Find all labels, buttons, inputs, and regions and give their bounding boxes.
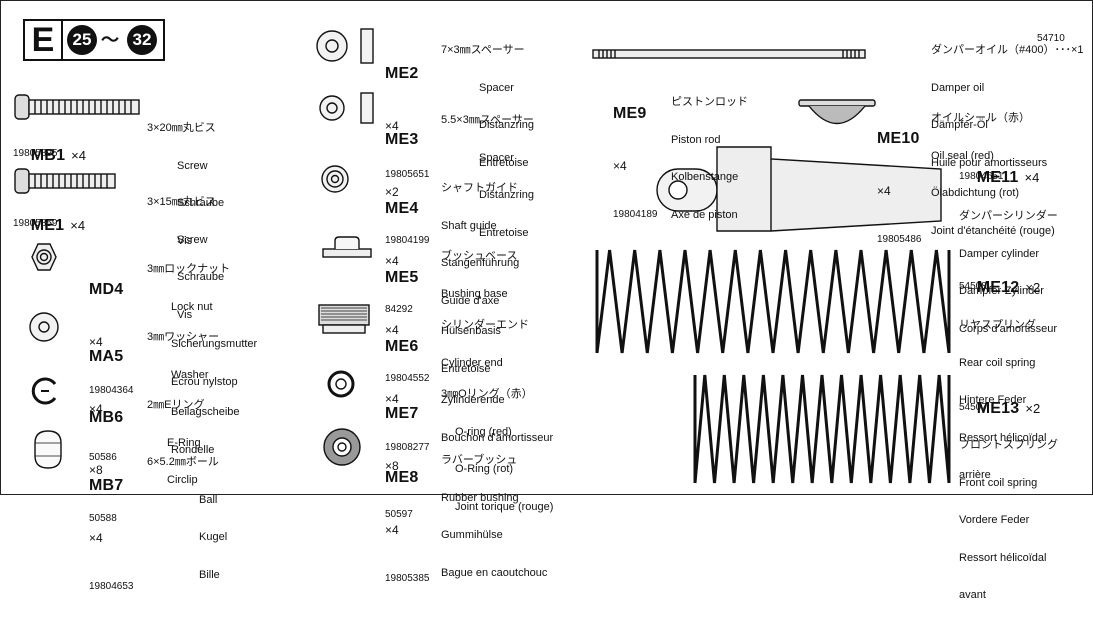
lock-nut-drawing <box>31 243 57 271</box>
rear-coil-spring-drawing <box>595 249 951 354</box>
part-ME5: ME5 ×4 19804552 <box>385 269 430 384</box>
step-range: 25 〜 32 <box>61 19 165 61</box>
ball-drawing <box>34 430 62 469</box>
part-ME8: ME8 ×4 19805385 <box>385 469 430 584</box>
part-ME13: ME13×2 <box>976 400 1041 417</box>
front-coil-spring-drawing <box>693 374 951 484</box>
part-number: 19805859 <box>13 218 58 229</box>
part-drawings <box>14 28 951 484</box>
part-number: 54508 <box>959 281 987 292</box>
part-number: 19805895 <box>13 148 58 159</box>
part-ME3: ME3 ×2 19804199 <box>385 131 430 246</box>
part-number: 54710 <box>1037 33 1065 44</box>
part-ME6: ME6 ×4 19808277 <box>385 338 430 453</box>
part-names: ブッシュベース Bushing base Hülsenbasis Entreto… <box>441 250 518 375</box>
part-names: シリンダーエンド Cylinder end Zylinderende Bouch… <box>441 319 554 444</box>
part-MA5: MA5 ×4 50586 <box>89 348 124 463</box>
step-from: 25 <box>67 25 97 55</box>
step-to: 32 <box>127 25 157 55</box>
spacer-5_5x3-drawing <box>319 92 374 124</box>
step-tilde: 〜 <box>101 30 119 50</box>
part-ME10: ME10 ×4 19805486 <box>877 130 922 245</box>
rubber-bushing-drawing <box>323 428 361 466</box>
part-names: シャフトガイド Shaft guide Stangenführung Guide… <box>441 182 520 307</box>
damper-oil: ダンパーオイル（#400）･･･×1 Damper oil Dämpfer-Öl… <box>931 44 1084 169</box>
part-names: 3×15㎜丸ビス Screw Schraube Vis <box>147 196 225 321</box>
o-ring-drawing <box>327 370 355 398</box>
part-names: 3㎜ワッシャー Washer Beilagscheibe Rondelle <box>147 331 240 456</box>
part-ME1: ME1×4 <box>30 217 86 234</box>
part-ME2: ME2 ×4 19805651 <box>385 65 430 180</box>
part-names: 5.5×3㎜スペーサー Spacer Distanzring Entretois… <box>441 114 535 239</box>
part-names: オイルシール（赤） Oil seal (red) Ölabdichtung (r… <box>931 112 1055 237</box>
damper-cylinder-drawing <box>656 146 942 232</box>
part-names: 7×3㎜スペーサー Spacer Distanzring Entretoise <box>441 44 535 169</box>
part-names: 6×5.2㎜ボール Ball Kugel Bille <box>147 456 228 581</box>
part-names: フロントスプリング Front coil spring Vordere Fede… <box>959 439 1058 601</box>
e-ring-drawing <box>31 377 57 405</box>
part-names: ダンパーシリンダー Damper cylinder Dämpfer-Zylind… <box>959 210 1058 335</box>
parts-sheet: E 25 〜 32 <box>0 0 1093 601</box>
part-MB1: MB1×4 <box>30 147 86 164</box>
screw-20mm-drawing <box>14 94 140 120</box>
shaft-guide-drawing <box>321 165 349 193</box>
part-ME4: ME4 ×4 84292 <box>385 200 419 315</box>
screw-15mm-drawing <box>14 168 116 194</box>
part-ME12: ME12×2 <box>976 279 1041 296</box>
part-names: 2㎜Eリング E-Ring Circlip <box>147 399 205 486</box>
part-MD4: MD4 ×4 19804364 <box>89 281 134 396</box>
cylinder-end-drawing <box>318 304 370 334</box>
bushing-base-drawing <box>322 236 372 258</box>
part-names: 3×20㎜丸ビス Screw Schraube Vis <box>147 122 225 247</box>
part-ME11: ME11×4 <box>976 169 1040 186</box>
part-number: 54507 <box>959 402 987 413</box>
part-number: 19804651 <box>959 171 1004 182</box>
part-names: リヤスプリング Rear coil spring Hintere Feder R… <box>959 319 1047 481</box>
spacer-7x3-drawing <box>316 28 374 64</box>
part-names: 3㎜ロックナット Lock nut Sicherungsmutter Ecrou… <box>147 263 258 388</box>
piston-rod-drawing <box>592 49 866 59</box>
part-names: ラバーブッシュ Rubber bushing Gummihülse Bague … <box>441 454 548 579</box>
part-MB7: MB7 ×4 19804653 <box>89 477 134 592</box>
washer-drawing <box>29 312 59 342</box>
part-ME9: ME9 ×4 19804189 <box>613 105 658 220</box>
part-names: ピストンロッド Piston rod Kolbenstange Axe de p… <box>671 96 748 221</box>
oil-seal-drawing <box>798 99 876 124</box>
